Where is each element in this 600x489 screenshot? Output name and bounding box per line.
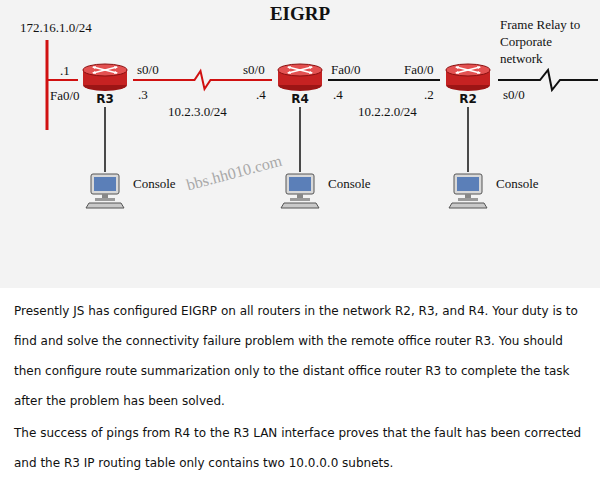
task-paragraph: The success of pings from R4 to the R3 L…	[14, 418, 589, 478]
router-name: R4	[291, 92, 309, 106]
interface-name: s0/0	[243, 62, 265, 77]
pc-icon	[448, 172, 488, 210]
router-name: R2	[459, 92, 477, 106]
interface-name: Fa0/0	[50, 88, 80, 103]
router-icon	[276, 62, 324, 92]
network-address: 172.16.1.0/24	[20, 20, 92, 35]
console-pc: Console	[448, 172, 539, 210]
pc-icon	[280, 172, 320, 210]
interface-name: Fa0/0	[331, 62, 361, 77]
interface-name: s0/0	[137, 62, 159, 77]
interface-name: Fa0/0	[404, 62, 434, 77]
router-node: R4	[273, 62, 327, 106]
router-icon	[81, 62, 129, 92]
lan-link	[47, 79, 78, 81]
wan-note: Frame Relay to Corporate network	[500, 16, 595, 67]
console-pc: Console	[85, 172, 176, 210]
diagram-ground	[0, 0, 600, 288]
interface-address: .4	[256, 87, 266, 102]
router-node: R2	[441, 62, 495, 106]
router-name: R3	[96, 92, 114, 106]
console-cable	[299, 107, 301, 172]
interface-address: .3	[138, 87, 148, 102]
console-label: Console	[133, 172, 176, 191]
interface-address: .4	[333, 87, 343, 102]
console-pc: Console	[280, 172, 371, 210]
task-paragraph: Presently JS has configured EIGRP on all…	[14, 296, 589, 416]
router-node: R3	[78, 62, 132, 106]
console-label: Console	[328, 172, 371, 191]
lan-segment	[46, 40, 49, 130]
router-icon	[444, 62, 492, 92]
console-cable	[467, 107, 469, 172]
interface-address: .2	[424, 87, 434, 102]
console-label: Console	[496, 172, 539, 191]
network-address: 10.2.3.0/24	[168, 104, 227, 119]
console-cable	[104, 107, 106, 172]
network-address: 10.2.2.0/24	[358, 104, 417, 119]
interface-address: .1	[60, 63, 70, 78]
interface-name: s0/0	[503, 87, 525, 102]
pc-icon	[85, 172, 125, 210]
ethernet-link	[328, 79, 440, 81]
